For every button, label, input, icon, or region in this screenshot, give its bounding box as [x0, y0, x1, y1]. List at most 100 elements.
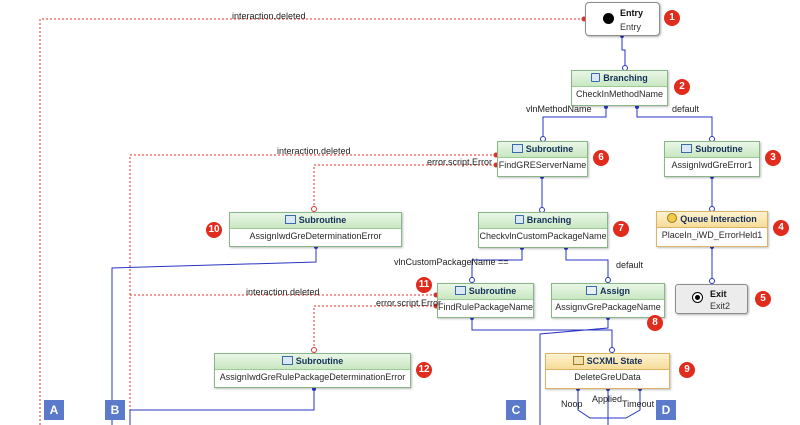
node-name: PlaceIn_iWD_ErrorHeld1	[661, 230, 763, 240]
subroutine-assign-error1-node[interactable]: Subroutine AssignIwdGreError1	[664, 141, 760, 177]
edge-label-noop: Noop	[561, 399, 583, 409]
connector-a[interactable]: A	[44, 400, 64, 420]
queue-interaction-node[interactable]: Queue Interaction PlaceIn_iWD_ErrorHeld1	[656, 211, 768, 247]
error-in-marker	[311, 347, 317, 353]
edge-gre-determination-out	[111, 247, 317, 425]
in-marker	[609, 347, 615, 353]
edge-branching-error1	[636, 107, 713, 141]
edge-label-interaction-deleted-low: interaction.deleted	[246, 287, 320, 297]
subroutine-rule-package-determination-error-node[interactable]: Subroutine AssignIwdGreRulePackageDeterm…	[214, 353, 411, 388]
edge-checkcustom-findrule	[471, 248, 523, 282]
error-in-marker	[311, 206, 317, 212]
node-type: Subroutine	[695, 144, 743, 154]
edge-entry-interaction-deleted	[39, 18, 584, 425]
step-badge-7: 7	[613, 221, 629, 237]
edge-label-timeout: Timeout	[622, 399, 655, 409]
node-type: Assign	[599, 286, 630, 296]
edge-label-default-1: default	[672, 104, 700, 114]
in-marker	[469, 277, 475, 283]
branching-icon	[591, 73, 601, 82]
edge-findgre-interaction-deleted	[129, 154, 496, 425]
branching-icon	[514, 215, 524, 224]
node-name: AssignvGrePackageName	[555, 302, 661, 312]
subroutine-icon	[511, 144, 523, 153]
connector-b[interactable]: B	[105, 400, 125, 420]
assign-icon	[585, 286, 597, 295]
in-marker	[709, 278, 715, 284]
step-badge-10: 10	[206, 222, 222, 238]
step-badge-9: 9	[679, 362, 695, 378]
edge-scxml-timeout	[608, 389, 641, 419]
edge-label-error-script-2: error.script.Error	[376, 298, 442, 308]
edge-entry-branching	[621, 36, 626, 70]
port-dot	[604, 105, 608, 109]
node-name: AssignIwdGreDeterminationError	[249, 231, 382, 241]
edge-label-vln-method-name: vlnMethodName	[526, 104, 592, 114]
edge-findrule-error	[313, 305, 436, 352]
exit-node[interactable]: Exit Exit2	[675, 284, 748, 314]
node-type: SCXML State	[586, 356, 643, 366]
step-badge-2: 2	[674, 79, 690, 95]
port-dot	[312, 387, 316, 391]
node-name: FindRulePackageName	[438, 302, 534, 312]
queue-icon	[667, 213, 678, 223]
node-name: CheckvlnCustomPackageName	[479, 231, 607, 241]
step-badge-5: 5	[755, 291, 771, 307]
edge-label-interaction-deleted-top: interaction.deleted	[232, 11, 306, 21]
step-badge-3: 3	[765, 150, 781, 166]
node-type: Subroutine	[468, 286, 517, 296]
incoming-markers	[469, 65, 715, 353]
edge-checkcustom-assign	[565, 248, 609, 282]
step-badge-4: 4	[773, 220, 789, 236]
connector-d[interactable]: D	[656, 400, 676, 420]
scxml-icon	[572, 356, 584, 365]
node-name: DeleteGreUData	[574, 372, 641, 382]
edge-label-vln-custom-package: vlnCustomPackageName ==	[394, 257, 509, 267]
entry-node[interactable]: Entry Entry	[585, 2, 660, 36]
exit-title: Exit	[710, 289, 727, 299]
step-badge-6: 6	[593, 150, 609, 166]
edge-findrule-scxml	[471, 318, 613, 352]
edge-label-default-2: default	[616, 260, 644, 270]
entry-subtitle: Entry	[620, 22, 642, 32]
subroutine-gre-determination-error-node[interactable]: Subroutine AssignIwdGreDeterminationErro…	[229, 212, 402, 247]
edge-label-error-script-1: error.script.Error	[427, 157, 493, 167]
entry-title: Entry	[620, 8, 644, 18]
subroutine-icon	[281, 356, 293, 365]
step-badge-12: 12	[416, 362, 432, 378]
exit-subtitle: Exit2	[710, 301, 731, 311]
branching-check-custom-package-node[interactable]: Branching CheckvlnCustomPackageName	[478, 212, 608, 248]
exit-icon	[692, 292, 703, 303]
error-edges	[39, 18, 584, 425]
edge-branching-findgre	[542, 107, 607, 141]
node-type: Branching	[603, 73, 648, 83]
subroutine-icon	[454, 286, 466, 295]
node-type: Queue Interaction	[680, 214, 757, 224]
node-name: CheckInMethodName	[575, 89, 664, 99]
flow-edges	[111, 36, 713, 425]
assign-package-name-node[interactable]: Assign AssignvGrePackageName	[551, 283, 665, 318]
node-name: AssignIwdGreError1	[671, 160, 753, 170]
port-dot	[635, 105, 639, 109]
edge-rule-determination-out	[129, 389, 315, 425]
error-markers	[311, 206, 317, 353]
in-marker	[605, 277, 611, 283]
node-type: Branching	[526, 215, 572, 225]
step-badge-11: 11	[416, 277, 432, 293]
step-badge-1: 1	[664, 10, 680, 26]
subroutine-find-rule-package-node[interactable]: Subroutine FindRulePackageName	[437, 283, 534, 318]
node-type: Subroutine	[295, 356, 344, 366]
connector-c[interactable]: C	[506, 400, 526, 420]
edge-label-interaction-deleted-mid: interaction.deleted	[277, 146, 351, 156]
edge-findgre-error	[313, 164, 496, 211]
scxml-state-node[interactable]: SCXML State DeleteGreUData	[545, 353, 670, 389]
step-badge-8: 8	[647, 315, 663, 331]
node-name: AssignIwdGreRulePackageDeterminationErro…	[219, 372, 406, 382]
node-type: Subroutine	[525, 144, 574, 154]
branching-checkin-method-node[interactable]: Branching CheckInMethodName	[571, 70, 668, 106]
edge-label-applied: Applied	[592, 394, 623, 404]
subroutine-find-gre-server-node[interactable]: Subroutine FindGREServerName	[497, 141, 588, 177]
edge-assign-scxml	[539, 318, 609, 425]
node-type: Subroutine	[298, 215, 347, 225]
node-name: FindGREServerName	[498, 160, 587, 170]
